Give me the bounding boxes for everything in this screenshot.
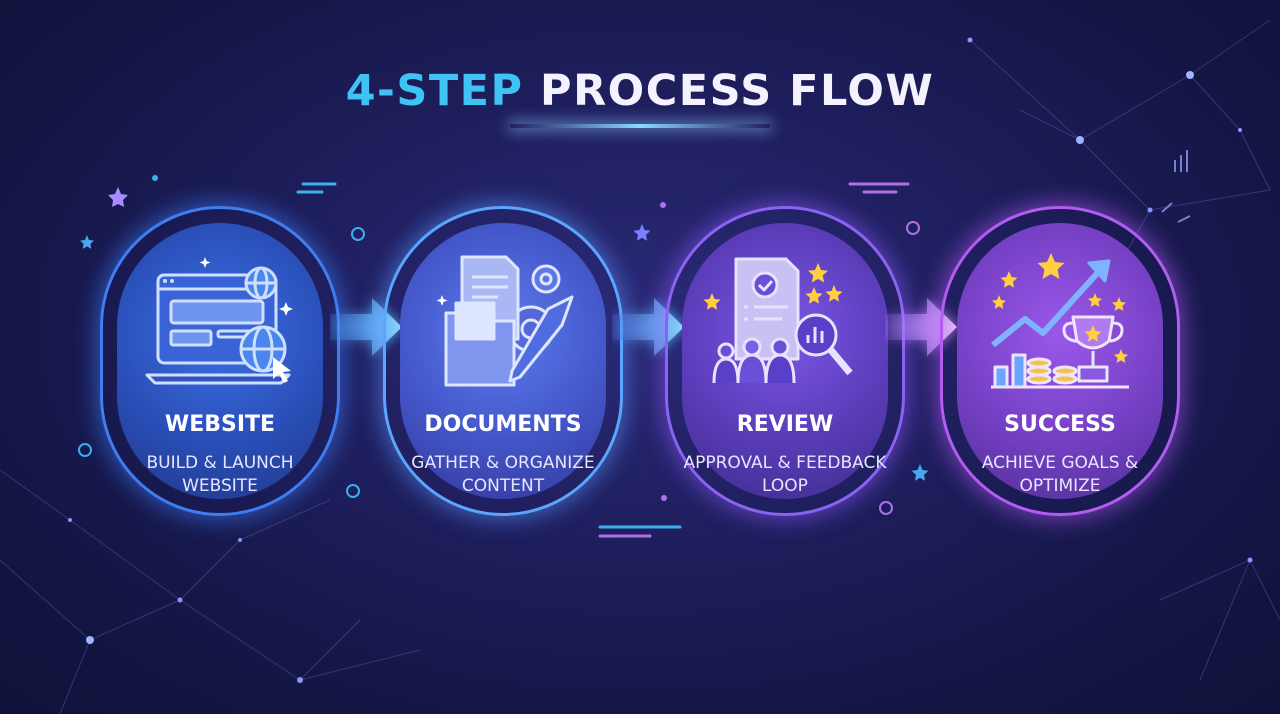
step-label: DOCUMENTS (424, 412, 582, 437)
website-globe-icon (145, 257, 293, 385)
success-trophy-icon (991, 253, 1129, 389)
documents-folder-icon (436, 255, 574, 387)
step-description: BUILD & LAUNCH WEBSITE (146, 453, 294, 496)
step-description: APPROVAL & FEEDBACK LOOP (683, 453, 887, 496)
arrow-right-icon (885, 298, 957, 356)
step-card-documents: DOCUMENTS GATHER & ORGANIZE CONTENT (383, 206, 623, 516)
step-label: SUCCESS (1004, 412, 1116, 437)
title-accent: 4-STEP (345, 66, 524, 116)
title-underline-glow (510, 124, 770, 128)
step-description: GATHER & ORGANIZE CONTENT (411, 453, 595, 496)
step-label: WEBSITE (164, 412, 276, 437)
page-title: 4-STEP PROCESS FLOW (0, 66, 1280, 116)
step-card-success: SUCCESS ACHIEVE GOALS & OPTIMIZE (940, 206, 1180, 516)
step-description: ACHIEVE GOALS & OPTIMIZE (981, 453, 1139, 496)
step-label: REVIEW (736, 412, 834, 437)
title-rest: PROCESS FLOW (523, 66, 935, 116)
step-card-website: WEBSITE BUILD & LAUNCH WEBSITE (100, 206, 340, 516)
step-card-review: REVIEW APPROVAL & FEEDBACK LOOP (665, 206, 905, 516)
review-magnifier-icon (703, 257, 853, 384)
